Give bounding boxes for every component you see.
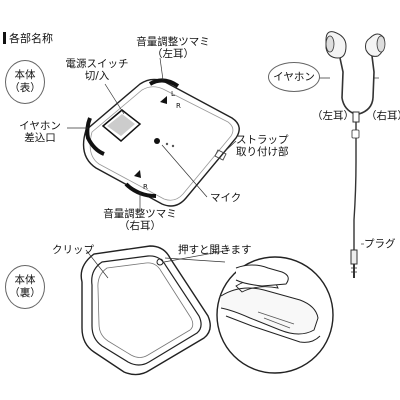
press-to-open-label: 押すと開きます: [178, 244, 252, 256]
earphone-jack: [85, 117, 105, 156]
strap-label: ストラップ 取り付け部: [236, 134, 289, 158]
clip-plate: [91, 255, 202, 366]
earphone-leader-lines: [313, 77, 379, 245]
volume-left-line2: （左耳）: [152, 48, 194, 60]
mic-label: マイク: [210, 192, 242, 204]
plug: [350, 249, 358, 265]
volume-right-line1: 音量調整ツマミ: [103, 208, 177, 220]
power-switch-line2: 切/入: [84, 70, 110, 82]
release-button: [156, 258, 164, 266]
earphone-jack-line2: 差込口: [24, 132, 56, 144]
back-leader-lines: [85, 249, 231, 279]
mic-hole: [154, 138, 160, 144]
earphone-badge-text: イヤホン: [273, 70, 315, 83]
right-alt-mark: R: [176, 102, 181, 110]
left-knob-mark: L: [171, 90, 175, 98]
front-body-line2: （表）: [9, 82, 41, 94]
back-device: [80, 245, 211, 376]
plug-label: プラグ: [364, 238, 396, 250]
strap-line1: ストラップ: [236, 134, 289, 146]
volume-knob-left: [148, 78, 180, 88]
front-device: [82, 78, 240, 207]
earphone-jack-line1: イヤホン: [19, 120, 61, 132]
header-bar: [3, 32, 6, 44]
detail-magnifier: [216, 256, 334, 374]
earphone-jack-label: イヤホン 差込口: [12, 120, 68, 144]
clip-label: クリップ: [52, 244, 94, 256]
section-header: 各部名称: [3, 30, 53, 46]
volume-right-label: 音量調整ツマミ （右耳）: [92, 208, 188, 232]
earphone-badge: イヤホン: [268, 62, 320, 92]
section-title: 各部名称: [9, 32, 53, 45]
front-body-badge: 本体 （表）: [5, 60, 45, 104]
strap-line2: 取り付け部: [236, 146, 289, 158]
power-switch-line1: 電源スイッチ: [65, 58, 129, 70]
volume-right-line2: （右耳）: [119, 220, 161, 232]
volume-knob-right: [124, 182, 157, 198]
back-body-line2: （裏）: [9, 287, 41, 299]
front-leader-lines: [67, 57, 237, 210]
back-device-outline: [80, 245, 211, 376]
front-body-line1: 本体: [14, 69, 36, 81]
back-body-badge: 本体 （裏）: [5, 265, 45, 309]
volume-left-label: 音量調整ツマミ （左耳）: [125, 36, 221, 60]
power-switch-label: 電源スイッチ 切/入: [58, 58, 136, 82]
left-ear-label: （左耳）: [312, 110, 354, 122]
front-device-outline: [82, 78, 240, 207]
right-knob-mark: R: [143, 183, 148, 191]
right-ear-label: （右耳）: [366, 110, 400, 122]
volume-left-line1: 音量調整ツマミ: [136, 36, 210, 48]
earphones: [325, 31, 386, 278]
front-device-inner-edge: [89, 86, 234, 201]
back-body-line1: 本体: [14, 274, 36, 286]
